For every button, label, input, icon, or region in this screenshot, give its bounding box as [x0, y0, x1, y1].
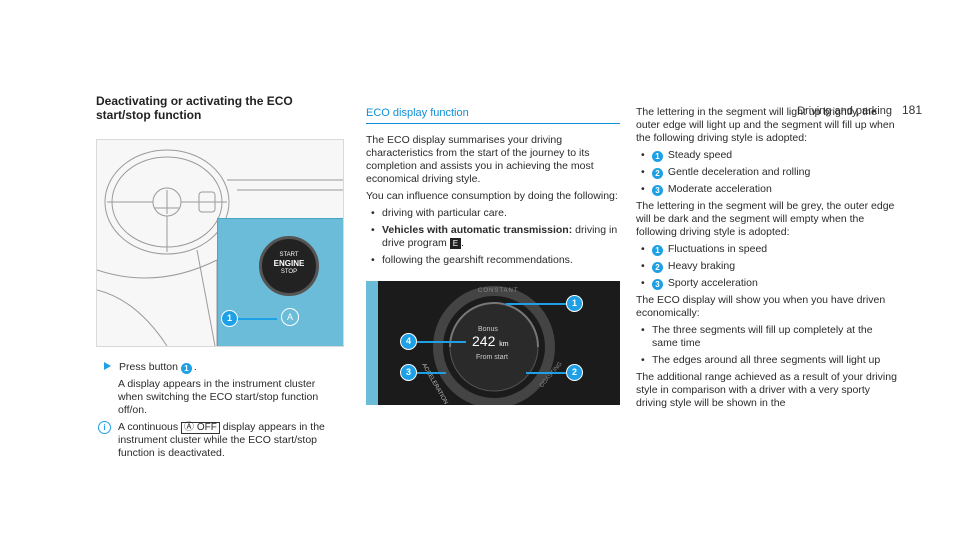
eco-display-intro: The ECO display summarises your driving …	[366, 134, 594, 185]
callout-4: 4	[400, 333, 417, 350]
section-heading-eco-display: ECO display function	[366, 107, 620, 124]
from-start-label: From start	[476, 354, 508, 361]
bonus-distance: 242 km	[472, 333, 509, 349]
list-number: 2	[652, 262, 663, 273]
section-title: Driving and parking	[797, 105, 892, 117]
list-number: 3	[652, 279, 663, 290]
list-item: Vehicles with automatic transmission: dr…	[366, 224, 620, 250]
eco-start-stop-button: START ENGINE STOP	[259, 236, 319, 296]
engine-label: ENGINE	[273, 259, 305, 268]
section-heading-eco-start-stop: Deactivating or activating the ECO start…	[96, 94, 293, 122]
list-item: 3 Sporty acceleration	[636, 277, 898, 290]
callout-leader-2	[526, 372, 566, 374]
callout-1: 1	[221, 310, 238, 327]
list-item: following the gearshift recommendations.	[366, 254, 620, 267]
callout-1: 1	[566, 295, 583, 312]
list-item: 1 Fluctuations in speed	[636, 243, 898, 256]
start-label: START	[279, 252, 299, 258]
list-number: 2	[652, 168, 663, 179]
bonus-label: Bonus	[478, 326, 498, 333]
info-note: i A continuous Ⓐ OFF display appears in …	[96, 421, 342, 460]
eco-display-figure: Bonus 242 km From start CONSTANT ACCELER…	[366, 281, 620, 405]
steering-wheel-drawing	[97, 149, 343, 346]
callout-leader-3	[416, 372, 446, 374]
economical-indicators-list: The three segments will fill up complete…	[636, 324, 898, 367]
economical-driving-intro: The ECO display will show you when you h…	[636, 294, 886, 319]
additional-range-text: The additional range achieved as a resul…	[636, 371, 897, 409]
list-item: 3 Moderate acceleration	[636, 183, 898, 196]
page-header: Driving and parking 181	[797, 104, 922, 118]
figure-side-strip	[366, 281, 378, 405]
uneconomical-styles-list: 1 Fluctuations in speed 2 Heavy braking …	[636, 243, 898, 290]
cockpit-illustration: START ENGINE STOP A 1	[96, 139, 344, 347]
grey-segment-intro: The lettering in the segment will be gre…	[636, 200, 895, 238]
influence-list: driving with particular care. Vehicles w…	[366, 207, 620, 267]
list-item: 2 Gentle deceleration and rolling	[636, 166, 898, 179]
list-item: 2 Heavy braking	[636, 260, 898, 273]
bright-segment-intro: The lettering in the segment will light …	[636, 106, 895, 144]
list-number: 1	[652, 151, 663, 162]
eco-off-symbol-icon: Ⓐ OFF	[181, 422, 220, 434]
column-2: ECO display function The ECO display sum…	[366, 94, 620, 405]
eco-off-icon: A	[281, 308, 299, 326]
column-3: The lettering in the segment will light …	[636, 94, 898, 414]
step-arrow-icon	[104, 362, 111, 370]
step-result: A display appears in the instrument clus…	[118, 378, 319, 416]
list-item: 1 Steady speed	[636, 149, 898, 162]
list-item: The edges around all three segments will…	[636, 354, 898, 367]
list-number: 3	[652, 185, 663, 196]
callout-leader-1	[506, 303, 566, 305]
column-1: Deactivating or activating the ECO start…	[96, 94, 344, 464]
list-item: The three segments will fill up complete…	[636, 324, 898, 350]
step-callout-number: 1	[180, 363, 192, 374]
callout-leader-1	[237, 318, 277, 320]
eco-display-influence: You can influence consumption by doing t…	[366, 190, 618, 202]
instruction-step: Press button 1. A display appears in the…	[96, 361, 342, 417]
list-number: 1	[652, 245, 663, 256]
economical-styles-list: 1 Steady speed 2 Gentle deceleration and…	[636, 149, 898, 196]
callout-3: 3	[400, 364, 417, 381]
callout-2: 2	[566, 364, 583, 381]
stop-label: STOP	[280, 269, 298, 275]
eco-gauge-drawing	[433, 286, 555, 405]
list-item: driving with particular care.	[366, 207, 620, 220]
info-icon: i	[98, 421, 111, 434]
page-number: 181	[901, 103, 922, 117]
callout-leader-4	[416, 341, 466, 343]
drive-program-e-icon: E	[449, 238, 462, 249]
segment-label-constant: CONSTANT	[478, 288, 519, 294]
